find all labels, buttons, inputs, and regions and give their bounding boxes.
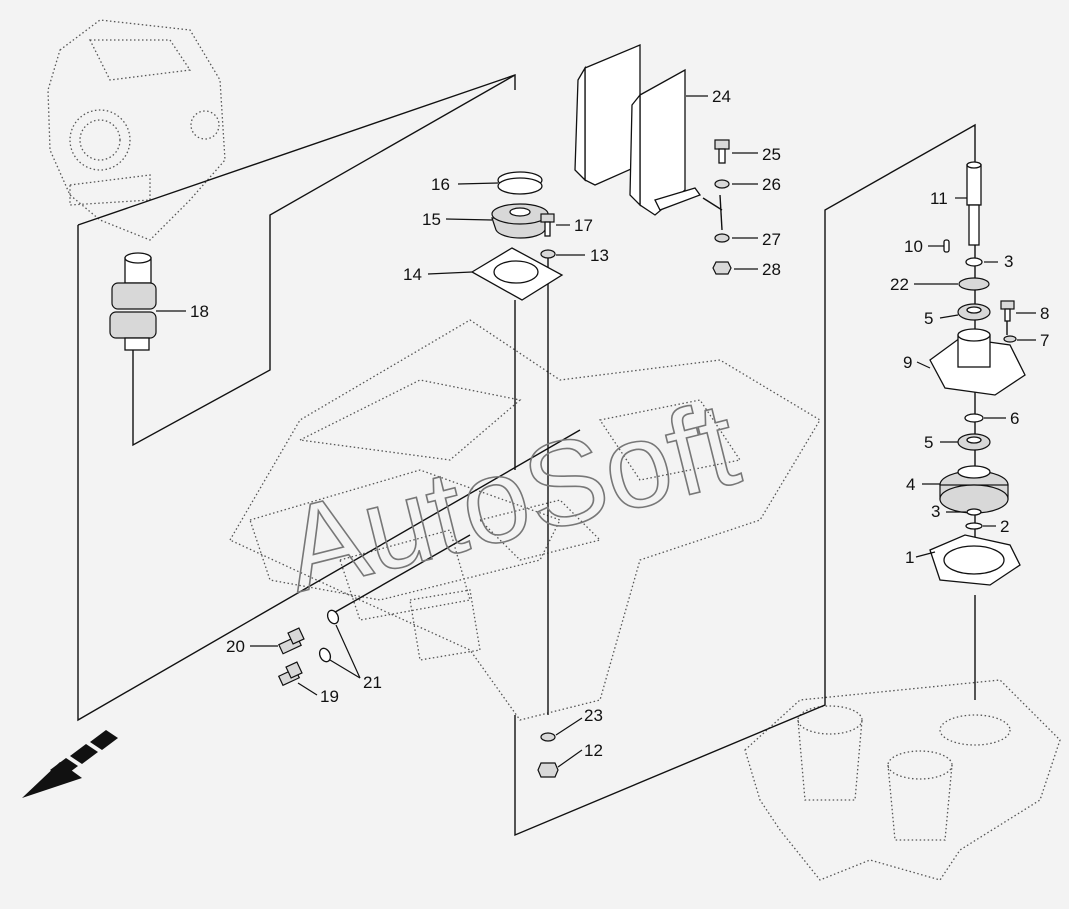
callout-12: 12 — [584, 741, 603, 760]
callout-20: 20 — [226, 637, 245, 656]
part-24-bracket — [574, 44, 702, 216]
callout-4: 4 — [906, 475, 915, 494]
part-25-bolt — [714, 139, 730, 164]
part-13-washer — [540, 249, 556, 259]
gear-housing — [744, 679, 1061, 881]
watermark-text: AutoSoft — [271, 376, 750, 617]
callout-16: 16 — [431, 175, 450, 194]
callout-6: 6 — [1010, 409, 1019, 428]
callout-5: 5 — [924, 309, 933, 328]
callout-labels: 1 2 3 3 4 5 5 6 7 8 9 10 11 12 13 14 15 … — [190, 87, 1049, 760]
part-1-gasket — [929, 534, 1021, 586]
hydraulic-pump-assembly — [47, 19, 226, 241]
part-15-boot — [491, 203, 550, 239]
part-11-shaft — [966, 161, 982, 246]
part-21-washer-b — [318, 647, 332, 663]
part-19-bolt — [277, 661, 303, 687]
part-16-clamp — [497, 171, 543, 195]
callout-3: 3 — [1004, 252, 1013, 271]
callout-28: 28 — [762, 260, 781, 279]
callout-10: 10 — [904, 237, 923, 256]
part-9-cover — [929, 328, 1026, 396]
callout-25: 25 — [762, 145, 781, 164]
callout-21: 21 — [363, 673, 382, 692]
part-10-key — [943, 239, 950, 253]
callout-3: 3 — [931, 502, 940, 521]
part-27-washer — [714, 233, 730, 243]
part-20-bolt — [278, 627, 305, 655]
callout-22: 22 — [890, 275, 909, 294]
part-3-ring-upper — [965, 257, 983, 267]
part-22-spacer — [958, 277, 990, 291]
part-12-nut — [537, 762, 559, 778]
part-17-bolt — [540, 213, 555, 237]
callout-14: 14 — [403, 265, 422, 284]
part-3-ring-lower — [966, 508, 982, 516]
callout-11: 11 — [930, 189, 948, 208]
part-5-bearing-upper — [957, 303, 991, 321]
callout-2: 2 — [1000, 517, 1009, 536]
part-8-bolt — [1000, 300, 1015, 322]
callout-18: 18 — [190, 302, 209, 321]
callout-23: 23 — [584, 706, 603, 725]
part-2-ring — [965, 522, 983, 530]
part-21-washer-a — [326, 609, 340, 625]
part-18-u-joint — [109, 252, 157, 351]
callout-1: 1 — [905, 548, 914, 567]
callout-17: 17 — [574, 216, 593, 235]
part-26-washer — [714, 179, 730, 189]
leader-lines — [156, 95, 1036, 768]
part-6-ring — [964, 413, 984, 423]
callout-27: 27 — [762, 230, 781, 249]
part-7-washer — [1003, 335, 1017, 343]
callout-7: 7 — [1040, 331, 1049, 350]
part-28-nut — [712, 261, 732, 275]
callout-5: 5 — [924, 433, 933, 452]
part-14-plate — [470, 247, 564, 301]
front-direction-arrow-icon — [22, 730, 118, 798]
callout-26: 26 — [762, 175, 781, 194]
callout-13: 13 — [590, 246, 609, 265]
part-4-gear — [939, 465, 1009, 514]
callout-15: 15 — [422, 210, 441, 229]
part-23-washer — [540, 732, 556, 742]
callout-8: 8 — [1040, 304, 1049, 323]
callout-24: 24 — [712, 87, 731, 106]
callout-9: 9 — [903, 353, 912, 372]
callout-19: 19 — [320, 687, 339, 706]
part-5-bearing-lower — [957, 433, 991, 451]
chassis-frame — [229, 319, 821, 721]
